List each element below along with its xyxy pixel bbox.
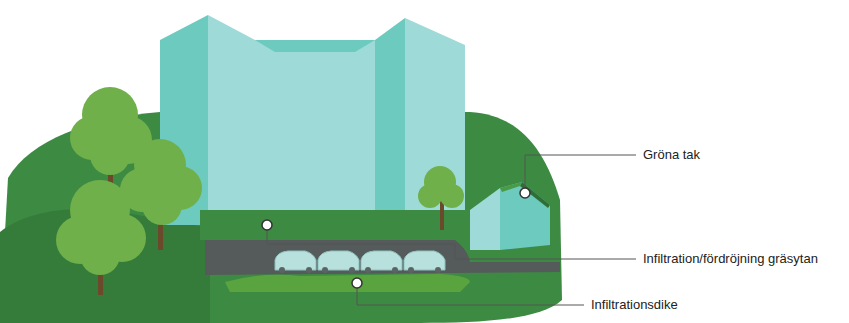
parking-lot bbox=[205, 240, 560, 275]
callout-label: Infiltrationsdike bbox=[590, 297, 679, 313]
cars bbox=[275, 251, 445, 270]
infiltration-ditch bbox=[225, 274, 470, 292]
ground-shade bbox=[0, 209, 210, 323]
leader-lines bbox=[267, 155, 636, 305]
lawn bbox=[200, 210, 470, 240]
callout-label: Infiltration/fördröjning gräsytan bbox=[642, 251, 819, 267]
callout-dots bbox=[262, 188, 530, 288]
small-house bbox=[470, 182, 550, 250]
callout-label: Gröna tak bbox=[642, 147, 701, 163]
apartment-building bbox=[160, 15, 465, 232]
